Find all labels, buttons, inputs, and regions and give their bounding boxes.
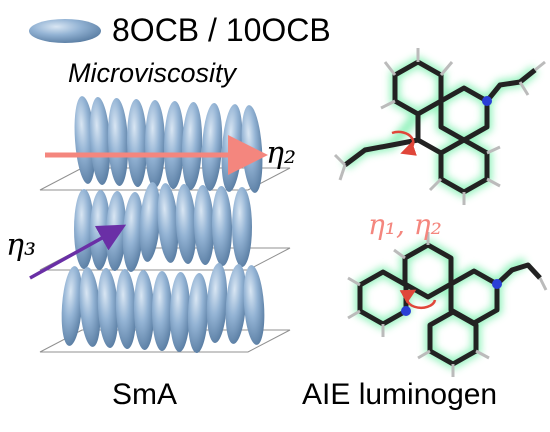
eta3-label: η₃ (6, 228, 36, 263)
lc-ellipsoid-8 (221, 104, 243, 192)
lc-ellipsoid-14 (139, 182, 161, 262)
lc-ellipsoid-22 (97, 268, 119, 348)
lc-ellipsoid-18 (211, 186, 233, 266)
molecule-label: AIE luminogen (302, 378, 498, 411)
eta12-label: η₁, η₂ (368, 208, 442, 241)
lc-ellipsoid-15 (157, 183, 179, 263)
lc-ellipsoid-1 (89, 97, 111, 185)
lc-ellipsoid-26 (169, 272, 191, 352)
lc-ellipsoid-4 (145, 100, 165, 188)
aie-molecule-top (333, 48, 546, 205)
lc-ellipsoid-0 (74, 96, 96, 184)
lc-ellipsoid-21 (79, 267, 101, 347)
liquid-crystal-molecules (61, 96, 265, 353)
lc-ellipsoid-7 (201, 103, 223, 191)
legend-label: 8OCB / 10OCB (112, 12, 331, 48)
lc-ellipsoid-29 (225, 264, 247, 344)
eta3-arrow (29, 224, 127, 280)
lc-ellipsoid-23 (115, 269, 137, 349)
lc-ellipsoid-3 (126, 99, 148, 187)
lc-ellipsoid-5 (163, 101, 185, 189)
lc-ellipsoid-27 (187, 273, 209, 353)
lc-ellipsoid-19 (232, 187, 252, 267)
lc-ellipsoid-25 (152, 271, 172, 351)
lc-ellipsoid-20 (61, 266, 83, 346)
legend-ellipsoid (29, 19, 101, 43)
lc-ellipsoid-9 (241, 105, 263, 193)
lc-ellipsoid-30 (243, 265, 265, 345)
lc-ellipsoid-17 (193, 185, 215, 265)
microviscosity-title: Microviscosity (68, 58, 237, 88)
aie-molecule-bottom (347, 232, 548, 377)
lc-ellipsoid-2 (107, 98, 129, 186)
lc-ellipsoid-6 (181, 102, 203, 190)
lc-ellipsoid-16 (175, 184, 197, 264)
phase-label: SmA (112, 378, 178, 411)
lc-ellipsoid-28 (206, 263, 228, 343)
lc-ellipsoid-24 (133, 270, 155, 350)
lc-ellipsoid-13 (122, 192, 144, 272)
eta2-label: η₂ (266, 136, 296, 171)
